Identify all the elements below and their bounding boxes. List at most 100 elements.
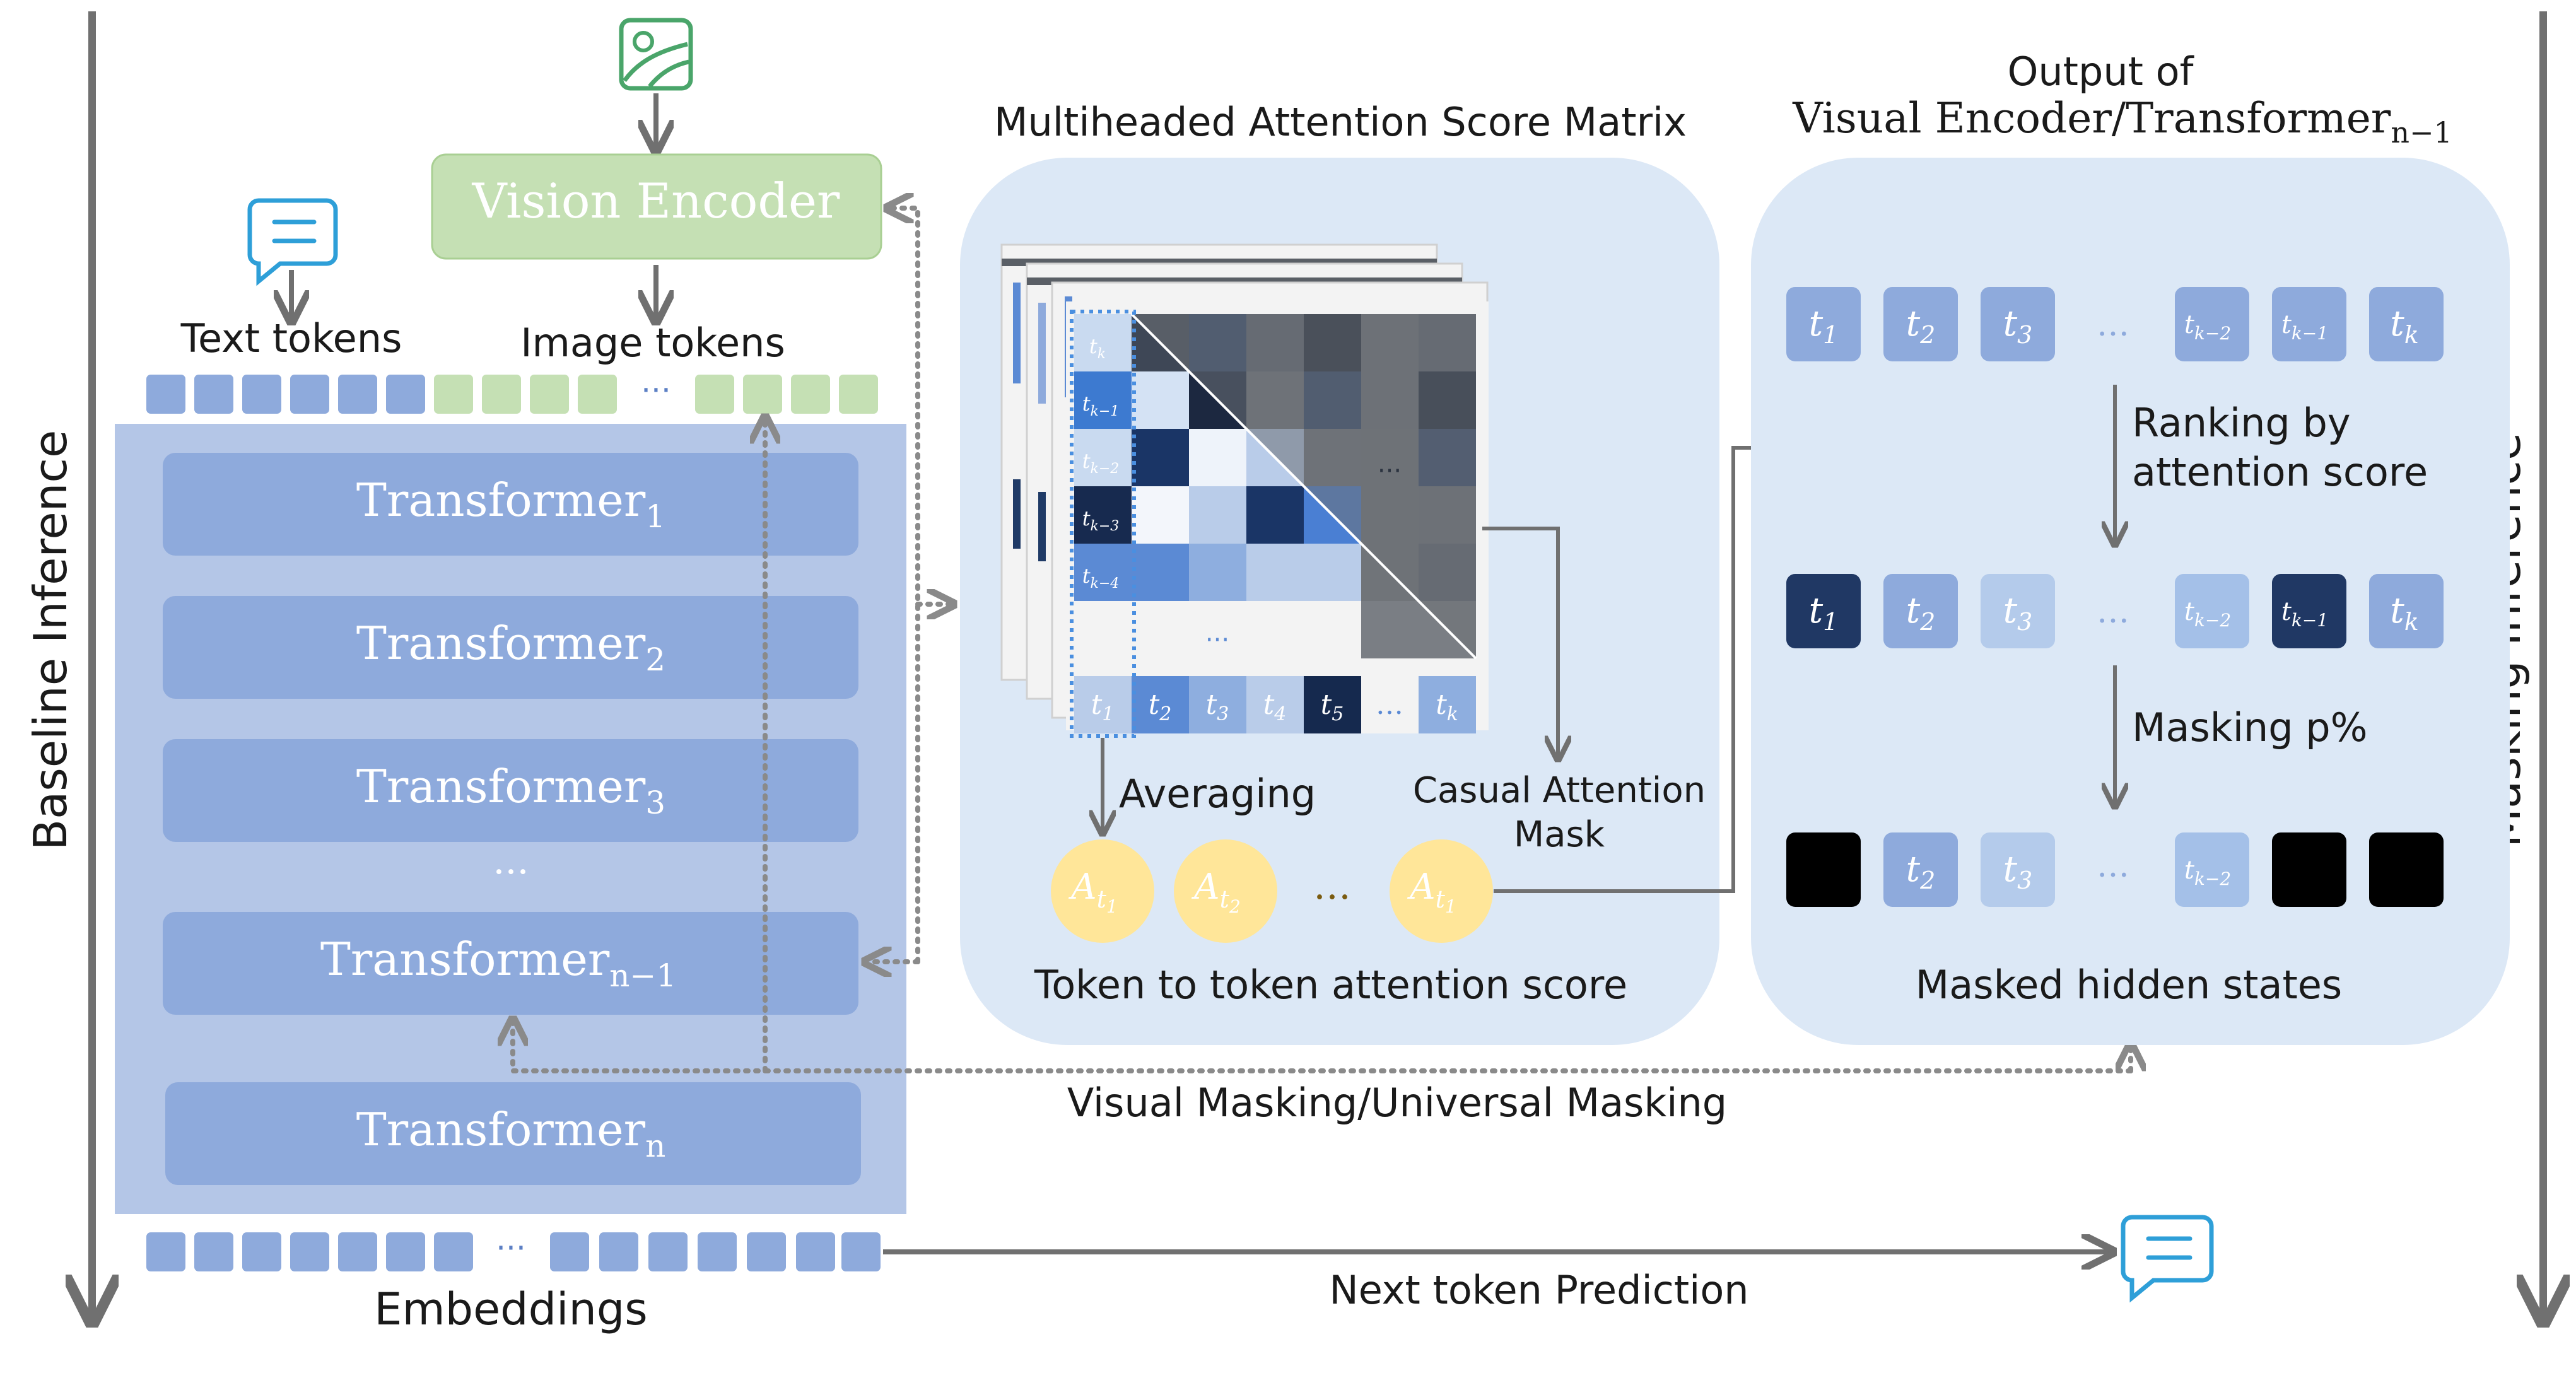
input-ellipsis: ···	[641, 372, 671, 409]
masked-token-base: t	[1906, 849, 1921, 890]
row-token-base: t	[1082, 564, 1091, 588]
svg-text:tk: tk	[2390, 590, 2419, 636]
attention-matrix: ··· ··· t1 t2 t3 t4 t5 … tk tk tk−1 tk−2…	[1066, 301, 1489, 738]
output-token-sub: k−2	[2194, 323, 2231, 344]
image-token	[578, 375, 617, 414]
row-token-base: t	[1082, 449, 1091, 473]
score-subsub: 1	[1106, 896, 1118, 917]
output-token-sub: k−1	[2292, 323, 2328, 344]
col-token-sub: 4	[1273, 703, 1286, 725]
ranked-token-base: t	[2281, 597, 2292, 626]
svg-text:t2: t2	[1149, 689, 1172, 725]
transformer-name: Transformer	[356, 474, 646, 527]
transformer-name: Transformer	[356, 617, 646, 670]
col-token-sub: k	[1447, 703, 1458, 725]
row-token-sub: k	[1098, 346, 1106, 362]
ranked-token-row: t1 t2 t3 … tk−2 tk−1 tk	[1786, 574, 2444, 648]
svg-text:t3: t3	[1206, 689, 1229, 725]
output-token-sub: 2	[1919, 321, 1935, 349]
masking-path-to-transformer	[513, 1022, 2133, 1073]
row-token-sub: k−2	[1091, 461, 1120, 477]
svg-text:At1: At1	[1068, 867, 1118, 917]
svg-text:tk−4: tk−4	[1082, 564, 1120, 592]
ranking-label-line1: Ranking by	[2132, 400, 2351, 446]
attention-panel-title: Multiheaded Attention Score Matrix	[994, 99, 1687, 145]
score-circle	[1051, 839, 1154, 943]
col-token-base: t	[1263, 689, 1275, 721]
embedding-token	[796, 1232, 835, 1271]
attention-panel-caption: Token to token attention score	[1034, 962, 1627, 1008]
output-panel-title-line2: Visual Encoder/Transformer	[1792, 94, 2391, 143]
input-token-row: ···	[146, 372, 878, 414]
masked-token-base: t	[2184, 856, 2195, 885]
image-token	[530, 375, 569, 414]
ranking-label-line2: attention score	[2132, 449, 2428, 495]
svg-text:tk−2: tk−2	[2184, 597, 2231, 631]
text-token	[242, 375, 281, 414]
svg-text:tk−3: tk−3	[1082, 506, 1120, 534]
ranked-token-base: t	[1906, 590, 1921, 631]
svg-text:Transformer2: Transformer2	[356, 617, 665, 678]
transformer-subscript: 3	[645, 785, 665, 821]
embedding-token	[146, 1232, 185, 1271]
embedding-token	[747, 1232, 786, 1271]
output-panel-title-line1: Output of	[2008, 49, 2195, 95]
svg-text:t1: t1	[1091, 689, 1115, 725]
text-token	[290, 375, 329, 414]
encoder-feedback-path	[889, 208, 920, 964]
col-token-base: t	[1091, 689, 1103, 721]
score-circle	[1390, 839, 1493, 943]
svg-text:t2: t2	[1906, 590, 1936, 636]
image-token	[695, 375, 734, 414]
ranked-ellipsis: …	[2097, 593, 2129, 631]
ranked-token-sub: k−1	[2292, 610, 2328, 631]
ranked-token-sub: 1	[1823, 608, 1838, 636]
mask-label-line1: Casual Attention	[1413, 770, 1706, 811]
output-token-base: t	[2003, 303, 2018, 344]
selected-column-outline	[1070, 310, 1136, 738]
vision-encoder-label: Vision Encoder	[472, 173, 840, 229]
score-base: A	[1068, 867, 1096, 908]
transformer-block-2: Transformer2	[163, 596, 858, 699]
output-token-base: t	[1809, 303, 1824, 344]
matrix-ellipsis: ···	[1205, 626, 1229, 655]
output-token-sub: k	[2404, 321, 2419, 349]
output-token-sub: 3	[2017, 321, 2032, 349]
output-token-base: t	[2184, 310, 2195, 339]
score-circle	[1174, 839, 1277, 943]
embedding-token	[386, 1232, 425, 1271]
svg-text:…: …	[1376, 689, 1403, 721]
transformer-block-3: Transformer3	[163, 739, 858, 842]
output-message-icon	[2121, 1215, 2214, 1303]
transformer-subscript: n	[645, 1128, 665, 1164]
col-token-base: t	[1436, 689, 1447, 721]
output-panel	[1751, 158, 2510, 1045]
row-token-base: t	[1082, 392, 1091, 416]
embedding-token	[434, 1232, 473, 1271]
image-token	[434, 375, 473, 414]
embedding-token	[841, 1232, 881, 1271]
score-base: A	[1407, 867, 1435, 908]
transformer-subscript: 1	[645, 498, 665, 535]
transformer-name: Transformer	[356, 760, 646, 813]
svg-text:t4: t4	[1263, 689, 1287, 725]
baseline-inference-label: Baseline Inference	[24, 430, 77, 851]
score-ellipsis: …	[1313, 864, 1351, 908]
score-subsub: 2	[1229, 896, 1241, 917]
averaging-label: Averaging	[1119, 771, 1316, 817]
svg-text:t2: t2	[1906, 303, 1936, 349]
transformer-subscript: 2	[645, 641, 665, 678]
embeddings-label: Embeddings	[374, 1283, 648, 1335]
output-token-base: t	[1906, 303, 1921, 344]
svg-text:Visual Encoder/Transformern−1: Visual Encoder/Transformern−1	[1792, 94, 2452, 149]
svg-text:Transformern−1: Transformern−1	[320, 933, 676, 994]
embedding-token	[599, 1232, 638, 1271]
ranked-token-sub: 3	[2017, 608, 2032, 636]
output-ellipsis: …	[2097, 306, 2129, 344]
svg-text:t3: t3	[2003, 849, 2033, 894]
output-token-base: t	[2390, 303, 2404, 344]
svg-text:t2: t2	[1906, 849, 1936, 894]
svg-text:At1: At1	[1407, 867, 1456, 917]
ranked-token-base: t	[2184, 597, 2195, 626]
